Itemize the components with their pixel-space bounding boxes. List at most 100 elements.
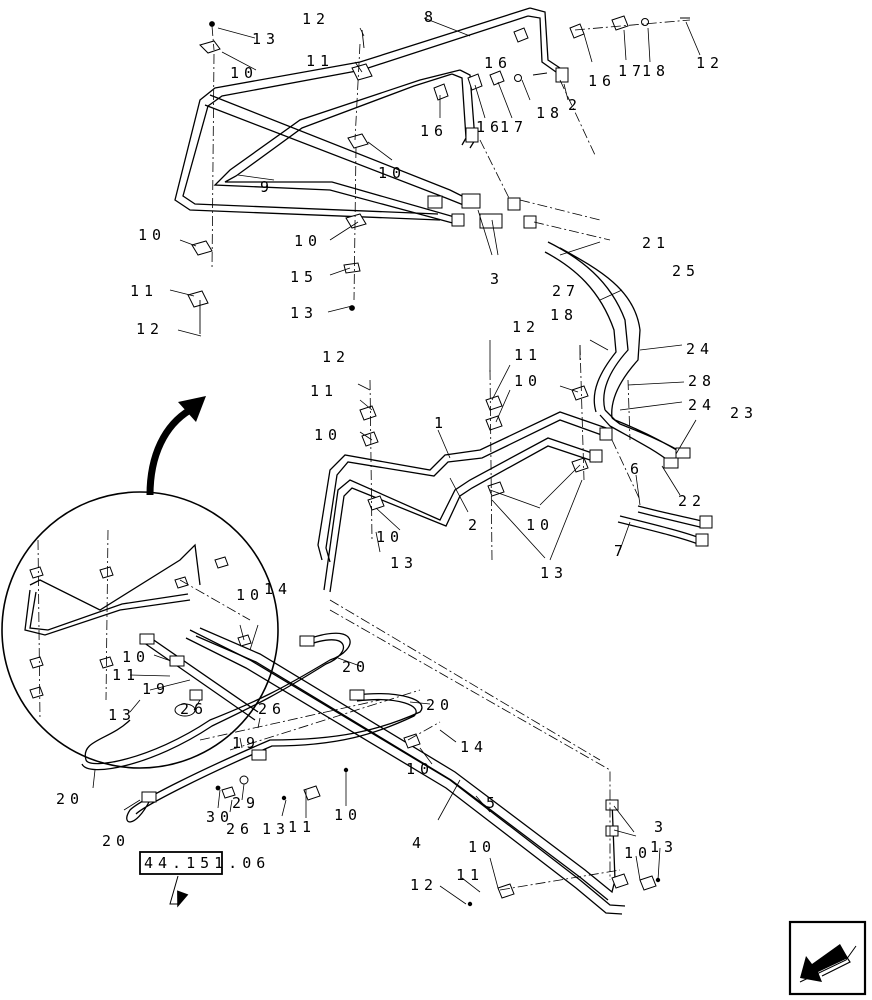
nut-13: [209, 21, 215, 27]
fitting: [599, 427, 613, 441]
callout-11b: 11: [130, 282, 158, 300]
clamp-17: [611, 15, 629, 31]
fitting: [251, 749, 267, 761]
callout-12d: 12: [512, 318, 540, 336]
callout-26c: 26: [226, 820, 254, 838]
callout-10j: 10: [122, 648, 150, 666]
callout-9: 9: [260, 178, 274, 196]
callout-23: 23: [730, 404, 758, 422]
bolt-12: [532, 17, 690, 76]
callout-24: 24: [686, 340, 714, 358]
fitting: [465, 127, 479, 143]
clamp-10: [303, 733, 657, 899]
callout-11: 11: [306, 52, 334, 70]
centre-line: [199, 689, 421, 751]
callout-10: 10: [230, 64, 258, 82]
reference-box[interactable]: 44.151.06: [139, 851, 270, 910]
fitting: [589, 449, 603, 463]
fitting: [699, 515, 713, 529]
callout-10h: 10: [376, 528, 404, 546]
callout-6: 6: [630, 460, 644, 478]
callout-28: 28: [688, 372, 716, 390]
callout-1: 1: [434, 414, 448, 432]
callout-20c: 20: [56, 790, 84, 808]
detail-tubes: [24, 543, 201, 636]
fitting-23: [675, 447, 691, 459]
callout-25: 25: [672, 262, 700, 280]
callout-16: 16: [484, 54, 512, 72]
nut: [343, 767, 349, 773]
callout-7: 7: [614, 542, 628, 560]
reference-box-text: 44.151.06: [144, 854, 270, 872]
callout-10e: 10: [514, 372, 542, 390]
nut-13: [349, 305, 355, 311]
callout-labels: 8 12 13 10 11 16 16 17 18 12 18 2 16 16 …: [56, 8, 758, 894]
callout-12c: 12: [136, 320, 164, 338]
detail-centre-line: [37, 529, 251, 721]
callout-24b: 24: [688, 396, 716, 414]
callout-12f: 12: [410, 876, 438, 894]
tube-2: [323, 437, 599, 593]
upper-pipe-assembly: [174, 7, 691, 419]
callout-10c: 10: [138, 226, 166, 244]
callout-10l: 10: [334, 806, 362, 824]
navigation-arrow-icon[interactable]: [788, 920, 867, 996]
callout-12b: 12: [696, 54, 724, 72]
callout-21: 21: [642, 234, 670, 252]
callout-10i: 10: [236, 586, 264, 604]
callout-2b: 2: [468, 516, 482, 534]
callout-27: 27: [552, 282, 580, 300]
hose-assembly-20: [81, 632, 423, 823]
callout-13g: 13: [650, 838, 678, 856]
clamp-10: [347, 133, 369, 149]
nut-13: [281, 795, 287, 801]
callout-10f: 10: [314, 426, 342, 444]
callout-16b: 16: [588, 72, 616, 90]
callout-16c: 16: [420, 122, 448, 140]
callout-20d: 20: [102, 832, 130, 850]
tube-8: [174, 7, 561, 221]
callout-19: 19: [142, 680, 170, 698]
middle-pipe-assembly: [317, 344, 713, 593]
clamp-16: [569, 23, 585, 39]
coupler-3: [427, 193, 537, 229]
nut-30: [215, 785, 221, 791]
washer-29: [239, 775, 249, 785]
clamp-10: [191, 240, 213, 256]
coupler-3: [605, 799, 619, 811]
callout-5: 5: [486, 794, 500, 812]
callout-11d: 11: [310, 382, 338, 400]
curved-arrow-icon: [146, 396, 206, 496]
callout-11c: 11: [514, 346, 542, 364]
callout-22: 22: [678, 492, 706, 510]
callout-17b: 17: [500, 118, 528, 136]
washer-18: [514, 74, 522, 82]
hose-7: [617, 515, 701, 545]
clamp-16: [513, 27, 529, 43]
callout-13d: 13: [540, 564, 568, 582]
clamp-11: [187, 290, 209, 308]
callout-14b: 14: [460, 738, 488, 756]
clamp-10: [199, 40, 221, 54]
fitting: [299, 635, 315, 647]
clip-26: [221, 786, 236, 799]
callout-13c: 13: [390, 554, 418, 572]
callout-2: 2: [568, 96, 582, 114]
callout-16d: 16: [476, 118, 504, 136]
callout-11f: 11: [288, 818, 316, 836]
callout-20b: 20: [426, 696, 454, 714]
callout-18c: 18: [550, 306, 578, 324]
detail-coupler: [139, 633, 155, 645]
nut-12: [467, 901, 473, 907]
leader-lines: [92, 17, 701, 905]
detail-coupler: [189, 689, 203, 701]
hose-21-25: [544, 241, 641, 419]
callout-3: 3: [490, 270, 504, 288]
callout-26: 26: [180, 700, 208, 718]
callout-10n: 10: [624, 844, 652, 862]
detail-view-circle: [1, 491, 279, 769]
callout-20: 20: [342, 658, 370, 676]
callout-26b: 26: [258, 700, 286, 718]
clamp-17: [489, 70, 505, 86]
callout-4: 4: [412, 834, 426, 852]
